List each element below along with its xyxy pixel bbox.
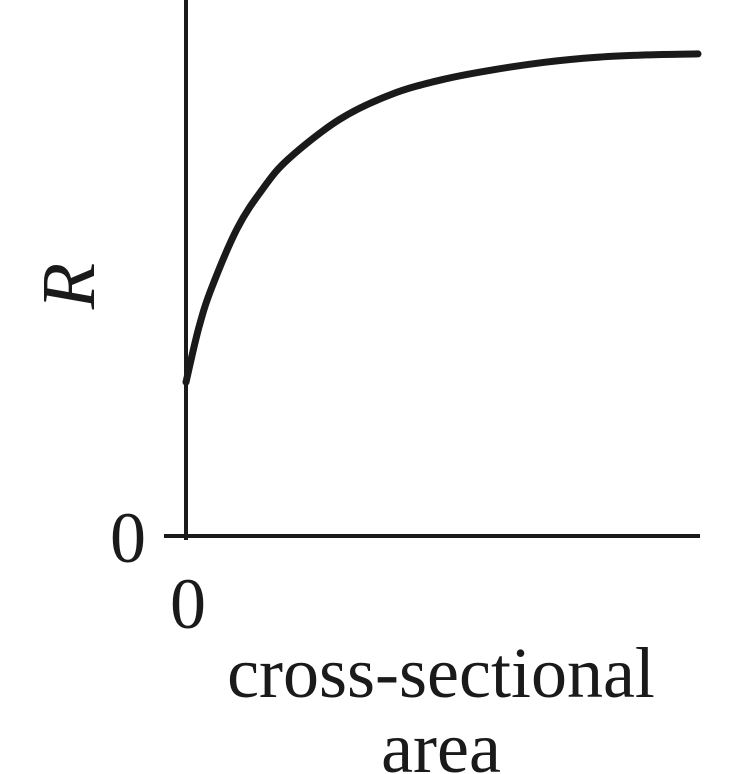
x-axis-label-line1: cross-sectional [227,633,655,713]
y-tick-label: 0 [110,498,146,578]
y-axis-label: R [27,263,111,310]
x-tick-label: 0 [170,564,206,644]
series-line [182,50,702,386]
x-axis-label-line2: area [381,708,501,774]
